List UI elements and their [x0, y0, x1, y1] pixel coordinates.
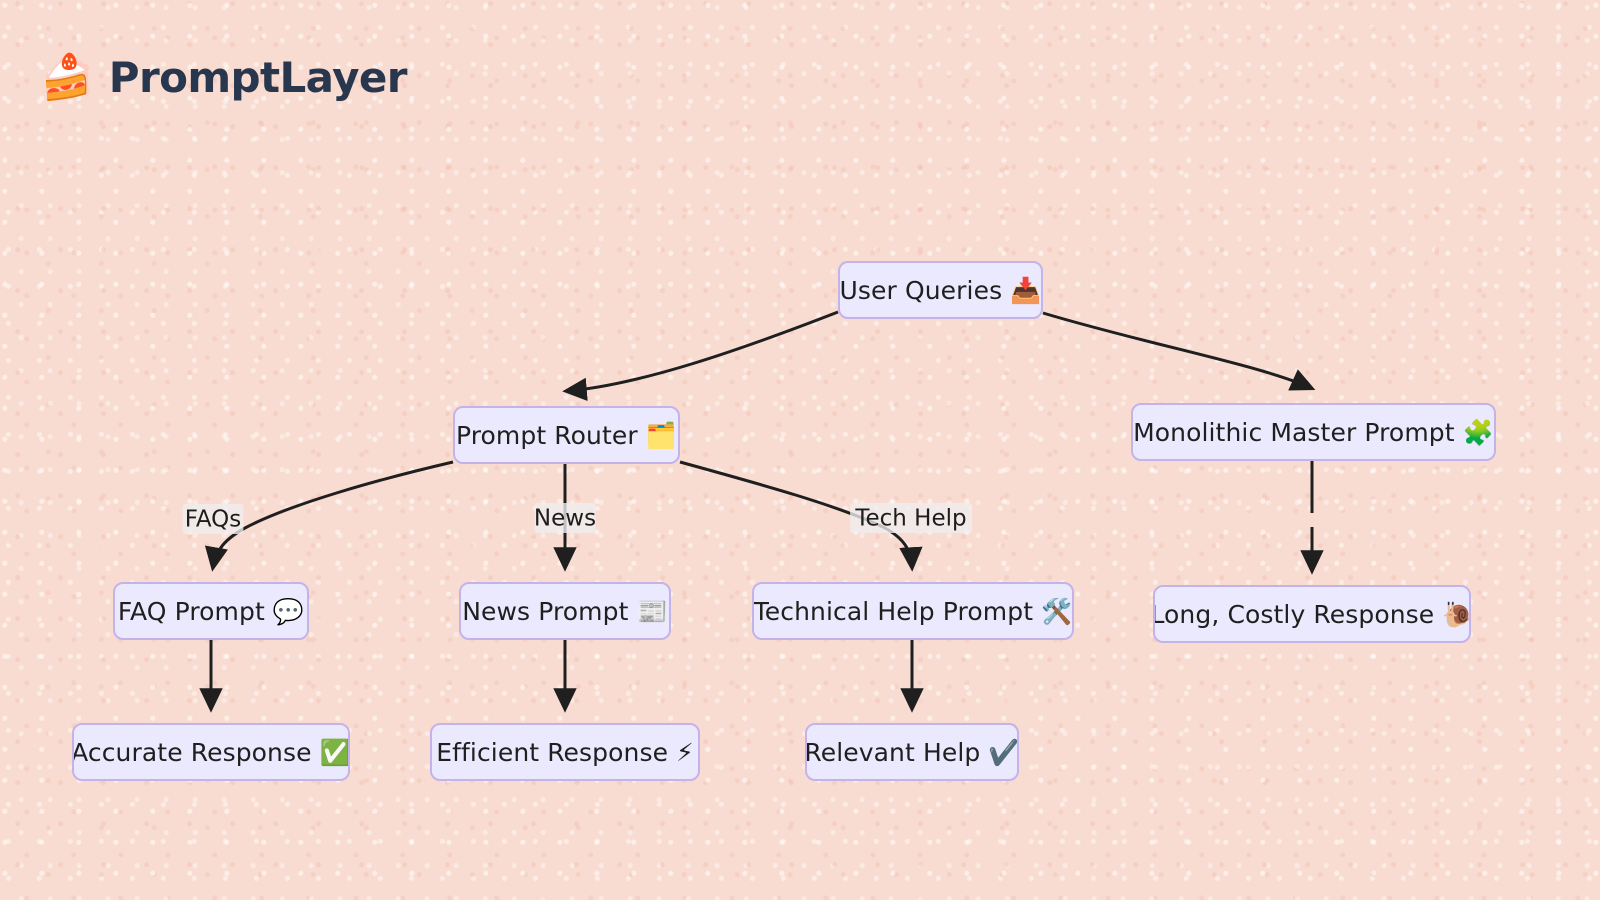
edge-label-edge-prompt-router-to-technical-help: Tech Help [854, 506, 966, 532]
edge-label-background [534, 503, 596, 533]
node-monolithic-master-prompt[interactable]: Monolithic Master Prompt 🧩 [1131, 403, 1496, 461]
node-label-efficient-response: Efficient Response ⚡ [436, 737, 694, 767]
edge-user-queries-to-prompt-router [562, 310, 839, 402]
edge-labels-layer: FAQs News Tech Help [182, 503, 972, 534]
node-technical-help-prompt[interactable]: Technical Help Prompt 🛠️ [752, 582, 1074, 640]
node-accurate-response[interactable]: Accurate Response ✅ [72, 723, 350, 781]
edge-label-edge-prompt-router-to-news-prompt: News [534, 506, 596, 532]
node-label-user-queries: User Queries 📥 [839, 275, 1042, 305]
node-prompt-router[interactable]: Prompt Router 🗂️ [453, 406, 680, 464]
node-efficient-response[interactable]: Efficient Response ⚡ [430, 723, 700, 781]
edge-label-background [850, 503, 972, 533]
brand-name: PromptLayer [108, 53, 408, 102]
cake-slice-icon: 🍰 [40, 52, 95, 103]
node-label-accurate-response: Accurate Response ✅ [72, 737, 350, 767]
node-user-queries[interactable]: User Queries 📥 [838, 261, 1043, 319]
edges-layer [199, 310, 1324, 713]
node-label-prompt-router: Prompt Router 🗂️ [455, 420, 678, 450]
node-label-long-costly-response: Long, Costly Response 🐌 [1153, 599, 1471, 629]
edge-prompt-router-to-faq-prompt [204, 460, 454, 572]
promptlayer-logo: 🍰 PromptLayer [40, 56, 407, 100]
edge-label-background [182, 504, 244, 534]
node-news-prompt[interactable]: News Prompt 📰 [459, 582, 671, 640]
node-faq-prompt[interactable]: FAQ Prompt 💬 [113, 582, 309, 640]
node-label-technical-help-prompt: Technical Help Prompt 🛠️ [753, 596, 1073, 626]
node-label-faq-prompt: FAQ Prompt 💬 [117, 596, 305, 626]
edge-user-queries-to-monolithic [1042, 311, 1316, 391]
node-label-news-prompt: News Prompt 📰 [462, 596, 668, 626]
node-long-costly-response[interactable]: Long, Costly Response 🐌 [1153, 585, 1471, 643]
node-label-relevant-help: Relevant Help ✔️ [805, 737, 1019, 767]
node-relevant-help[interactable]: Relevant Help ✔️ [805, 723, 1019, 781]
node-label-monolithic-master-prompt: Monolithic Master Prompt 🧩 [1133, 417, 1494, 447]
edge-label-edge-prompt-router-to-faq-prompt: FAQs [185, 507, 242, 533]
